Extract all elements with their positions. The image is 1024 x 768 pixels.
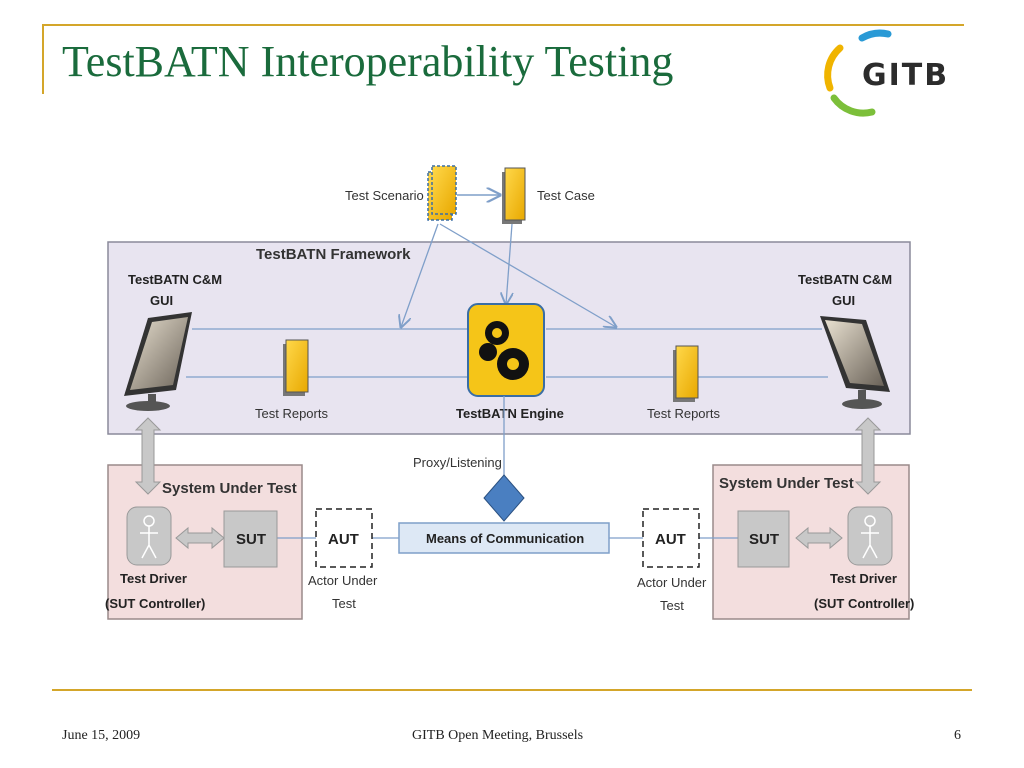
left-rule (42, 24, 44, 94)
slide-title: TestBATN Interoperability Testing (62, 37, 674, 86)
test-reports-left-label: Test Reports (255, 406, 328, 421)
gui-right-monitor-icon (820, 316, 890, 409)
gui-right-line2: GUI (832, 293, 855, 308)
engine-label: TestBATN Engine (456, 406, 564, 421)
test-reports-right-icon (673, 345, 699, 402)
test-case-icon (502, 167, 526, 224)
framework-label: TestBATN Framework (256, 246, 411, 263)
aut-left-box (315, 508, 373, 568)
footer-date: June 15, 2009 (62, 728, 141, 743)
test-reports-right-label: Test Reports (647, 406, 720, 421)
driver-right-line2: (SUT Controller) (814, 596, 914, 611)
footer-rule (52, 689, 972, 691)
actor-right-line2: Test (660, 598, 684, 613)
driver-right-line1: Test Driver (830, 571, 897, 586)
test-scenario-icon (427, 165, 457, 221)
test-reports-left-icon (283, 339, 309, 396)
engine-gears-icon (467, 303, 545, 397)
sut-right-box (737, 510, 790, 568)
driver-sut-left-arrow-icon (175, 526, 225, 550)
driver-left-line2: (SUT Controller) (105, 596, 205, 611)
gui-right-line1: TestBATN C&M (798, 272, 892, 287)
aut-right-box (642, 508, 700, 568)
gui-sut-left-arrow-icon (134, 417, 162, 495)
actor-right-line1: Actor Under (637, 575, 707, 590)
means-label: Means of Communication (426, 531, 584, 546)
sut-left-box (223, 510, 278, 568)
aut-right-label: AUT (655, 531, 686, 548)
gui-left-line2: GUI (150, 293, 173, 308)
sut-group-left-label: System Under Test (162, 480, 297, 497)
driver-left-line1: Test Driver (120, 571, 187, 586)
top-rule (42, 24, 964, 26)
logo-text: GITB (862, 58, 950, 93)
proxy-label: Proxy/Listening (413, 455, 502, 470)
test-case-label: Test Case (537, 188, 595, 203)
gui-left-line1: TestBATN C&M (128, 272, 222, 287)
test-scenario-label: Test Scenario (345, 188, 424, 203)
gui-left-monitor-icon (124, 312, 192, 411)
gitb-logo-icon (824, 29, 892, 117)
sut-right-label: SUT (749, 531, 779, 548)
driver-sut-right-arrow-icon (795, 526, 843, 550)
test-driver-left-icon (126, 506, 172, 566)
means-of-communication-box (398, 522, 610, 554)
footer-center: GITB Open Meeting, Brussels (412, 728, 584, 743)
aut-left-label: AUT (328, 531, 359, 548)
proxy-diamond-icon (483, 474, 525, 522)
gui-sut-right-arrow-icon (854, 417, 882, 495)
page-number: 6 (954, 728, 961, 743)
actor-left-line1: Actor Under (308, 573, 378, 588)
test-driver-right-icon (847, 506, 893, 566)
sut-left-label: SUT (236, 531, 266, 548)
sut-group-right-label: System Under Test (719, 475, 854, 492)
actor-left-line2: Test (332, 596, 356, 611)
